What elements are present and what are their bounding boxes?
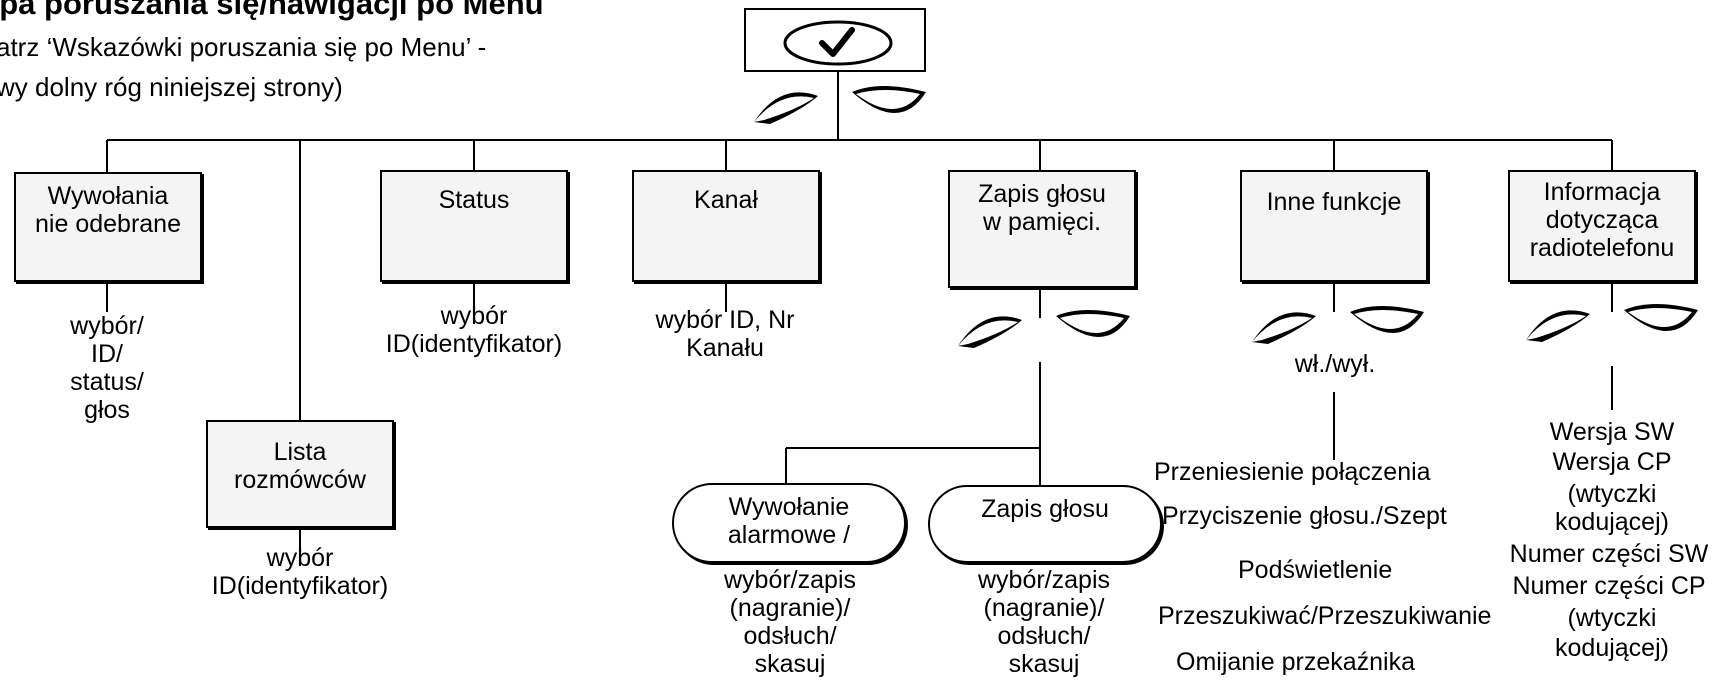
sub-item-voice-record[interactable]: Zapis głosu bbox=[928, 485, 1162, 563]
other-function-whisper[interactable]: Przyciszenie głosu./Szept bbox=[1162, 502, 1447, 530]
left-scroll-key-icon bbox=[1252, 312, 1316, 344]
ok-check-icon bbox=[783, 20, 893, 66]
menu-item-contact-list[interactable]: Lista rozmówców bbox=[206, 420, 394, 528]
other-function-talkaround[interactable]: Omijanie przekaźnika bbox=[1176, 648, 1415, 676]
ok-key-box bbox=[744, 8, 926, 72]
other-functions-nav-keys bbox=[1252, 306, 1424, 344]
right-scroll-key-icon bbox=[1624, 304, 1698, 331]
other-function-backlight[interactable]: Podświetlenie bbox=[1238, 556, 1393, 584]
menu-item-voice-memo[interactable]: Zapis głosu w pamięci. bbox=[948, 170, 1136, 288]
radio-info-sw-part-number: Numer części SW bbox=[1509, 540, 1709, 568]
right-scroll-key-icon bbox=[1350, 306, 1424, 333]
sub-item-voice-record-label: Zapis głosu bbox=[981, 495, 1109, 523]
left-scroll-key-icon bbox=[754, 92, 818, 124]
menu-item-radio-info[interactable]: Informacja dotycząca radiotelefonu bbox=[1508, 170, 1696, 282]
menu-item-channel-label: Kanał bbox=[694, 186, 758, 214]
menu-item-radio-info-label: Informacja dotycząca radiotelefonu bbox=[1529, 178, 1675, 262]
menu-item-contact-list-label: Lista rozmówców bbox=[234, 438, 366, 494]
radio-info-cp-plug-2: (wtyczki bbox=[1567, 604, 1657, 632]
note-missed-calls: wybór/ ID/ status/ głos bbox=[70, 312, 144, 424]
right-scroll-key-icon bbox=[852, 86, 926, 113]
radio-info-sw-version: Wersja SW bbox=[1549, 418, 1675, 446]
menu-item-missed-calls-label: Wywołania nie odebrane bbox=[35, 182, 181, 238]
other-function-scan[interactable]: Przeszukiwać/Przeszukiwanie bbox=[1158, 602, 1492, 630]
sub-item-emergency-call-label: Wywołanie alarmowe / bbox=[727, 493, 851, 549]
note-contact-list: wybór ID(identyfikator) bbox=[211, 544, 389, 600]
voice-memo-nav-keys bbox=[958, 310, 1130, 348]
menu-item-other-functions-label: Inne funkcje bbox=[1266, 188, 1402, 216]
menu-item-voice-memo-label: Zapis głosu w pamięci. bbox=[978, 180, 1106, 236]
radio-info-cp-coding-2: kodującej) bbox=[1555, 634, 1669, 662]
note-voice-record: wybór/zapis (nagranie)/ odsłuch/ skasuj bbox=[978, 566, 1110, 678]
sub-item-emergency-call[interactable]: Wywołanie alarmowe / bbox=[672, 483, 906, 563]
radio-info-cp-version: Wersja CP bbox=[1552, 448, 1672, 476]
menu-item-missed-calls[interactable]: Wywołania nie odebrane bbox=[14, 172, 202, 282]
page-title: apa poruszania się/nawigacji po Menu bbox=[0, 0, 544, 21]
radio-info-cp-plug-1: (wtyczki bbox=[1567, 480, 1657, 508]
radio-info-nav-keys bbox=[1526, 304, 1698, 342]
note-other-on-off: wł./wył. bbox=[1294, 350, 1376, 378]
radio-info-cp-coding-1: kodującej) bbox=[1555, 508, 1669, 536]
menu-item-status-label: Status bbox=[438, 186, 510, 214]
right-scroll-key-icon bbox=[1056, 310, 1130, 337]
menu-item-other-functions[interactable]: Inne funkcje bbox=[1240, 170, 1428, 282]
menu-item-channel[interactable]: Kanał bbox=[632, 170, 820, 282]
other-function-call-transfer[interactable]: Przeniesienie połączenia bbox=[1154, 458, 1431, 486]
radio-info-cp-part-number: Numer części CP bbox=[1512, 572, 1706, 600]
left-scroll-key-icon bbox=[1526, 310, 1590, 342]
left-scroll-key-icon bbox=[958, 316, 1022, 348]
intro-line-1: atrz ‘Wskazówki poruszania się po Menu’ … bbox=[0, 32, 487, 62]
note-status: wybór ID(identyfikator) bbox=[385, 302, 563, 358]
top-nav-keys bbox=[754, 86, 926, 124]
menu-item-status[interactable]: Status bbox=[380, 170, 568, 282]
intro-line-2: wy dolny róg niniejszej strony) bbox=[0, 72, 343, 102]
note-channel: wybór ID, Nr Kanału bbox=[655, 306, 795, 362]
note-emergency-call: wybór/zapis (nagranie)/ odsłuch/ skasuj bbox=[724, 566, 856, 678]
